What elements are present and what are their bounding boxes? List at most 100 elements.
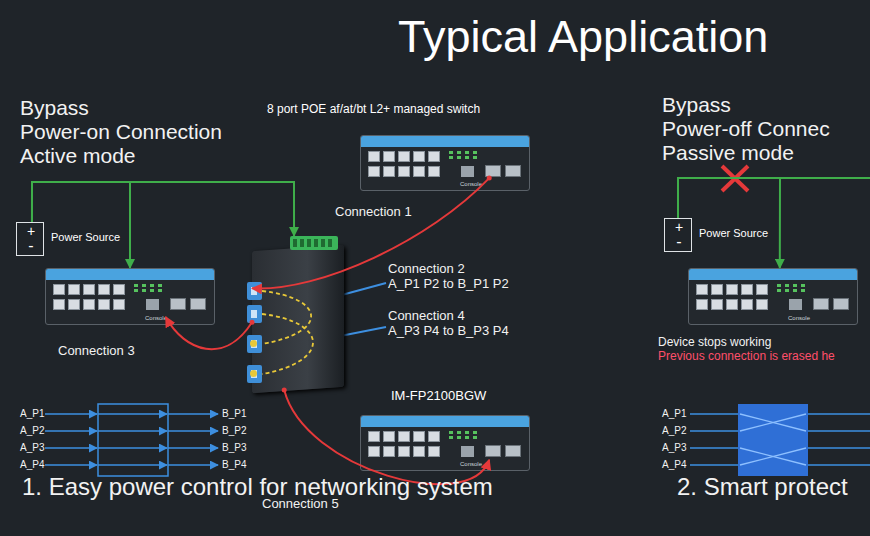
fiber-dot	[250, 340, 257, 347]
connector	[678, 178, 780, 268]
label-text: B_P3	[222, 442, 246, 453]
cross-line	[740, 414, 806, 431]
edge-label: Connection 1	[335, 205, 412, 219]
rj45-port	[726, 284, 738, 295]
sfp-port	[485, 165, 501, 177]
status-led	[777, 289, 781, 292]
rj45-port	[398, 446, 410, 457]
status-led	[473, 151, 477, 154]
label-text: Connection 4	[388, 309, 465, 323]
rj45-port	[98, 299, 110, 310]
rj45-port	[383, 151, 395, 162]
label-text: 1. Easy power control for networking sys…	[22, 474, 493, 500]
rj45-port	[83, 284, 95, 295]
sfp-port	[190, 298, 206, 310]
node-text: Console	[460, 461, 482, 468]
status-led	[134, 289, 138, 292]
rj45-port	[398, 431, 410, 442]
fiber-dot	[250, 370, 257, 377]
power-source: +-Power Source	[664, 218, 692, 252]
signal-line	[45, 430, 97, 431]
sfp-port	[813, 298, 829, 310]
rj45-port	[383, 446, 395, 457]
status-led	[457, 431, 461, 434]
rj45-port	[68, 284, 80, 295]
status-led	[473, 431, 477, 434]
signal-line	[45, 447, 97, 448]
switch-top-band	[361, 416, 529, 427]
rj45-port	[696, 299, 708, 310]
switch-top-band	[689, 269, 857, 280]
rj45-port	[68, 299, 80, 310]
connector	[32, 182, 294, 236]
label-text: A_P1 P2 to B_P1 P2	[388, 277, 509, 291]
network-switch: 8 port POE af/at/bt L2+ managed switchCo…	[360, 135, 530, 191]
signal-line	[168, 430, 218, 431]
signal-lines	[45, 414, 218, 465]
label-text: Connection 2	[388, 262, 465, 276]
bypass-block	[738, 404, 808, 476]
rj45-port	[756, 284, 768, 295]
console-port	[461, 166, 474, 177]
status-led	[785, 284, 789, 287]
signal-line	[808, 464, 870, 465]
cross-lines	[740, 414, 806, 465]
rj45-port	[98, 284, 110, 295]
status-led	[449, 436, 453, 439]
status-led	[793, 284, 797, 287]
node-text: -	[17, 237, 45, 255]
rj45-port	[428, 431, 440, 442]
fiber-core	[251, 287, 257, 295]
node-text: Console	[145, 315, 167, 322]
rj45-port	[368, 446, 380, 457]
signal-line	[690, 430, 738, 431]
signal-line	[690, 413, 738, 414]
signal-line	[808, 413, 870, 414]
label-text: A_P3	[662, 442, 686, 453]
network-switch: Console	[45, 268, 215, 325]
network-switch: Console	[688, 268, 858, 325]
terminal-slot	[293, 239, 297, 247]
label-text: Bypass	[662, 93, 731, 116]
status-led	[801, 284, 805, 287]
cross-line	[740, 448, 806, 465]
fiber-core	[251, 310, 257, 318]
status-led	[142, 284, 146, 287]
terminal-slot	[321, 239, 325, 247]
signal-line	[98, 464, 167, 465]
node-text: Power Source	[699, 227, 768, 239]
bypass-block	[98, 404, 168, 476]
rj45-port	[413, 151, 425, 162]
signal-line	[168, 413, 218, 414]
label-text: A_P4	[20, 459, 44, 470]
cross-line	[740, 414, 806, 431]
switch-top-band	[361, 136, 529, 147]
terminal-slot	[314, 239, 318, 247]
status-led	[150, 289, 154, 292]
status-led	[158, 284, 162, 287]
rj45-port	[756, 299, 768, 310]
rj45-port	[398, 151, 410, 162]
node-text: Console	[788, 315, 810, 322]
signal-line	[808, 447, 870, 448]
label-text: A_P3	[20, 442, 44, 453]
status-led	[457, 151, 461, 154]
signal-lines	[690, 414, 870, 465]
cross-mark	[722, 166, 748, 191]
label-text: A_P4	[662, 459, 686, 470]
rj45-port	[413, 446, 425, 457]
rj45-port	[368, 151, 380, 162]
status-led	[449, 151, 453, 154]
label-text: Bypass	[20, 96, 89, 119]
label-text: Power-off Connec	[662, 117, 830, 140]
rj45-port	[428, 166, 440, 177]
status-led	[158, 289, 162, 292]
status-led	[793, 289, 797, 292]
status-led	[465, 436, 469, 439]
label-text: B_P1	[222, 408, 246, 419]
label-text: A_P1	[20, 408, 44, 419]
status-led	[449, 156, 453, 159]
signal-line	[98, 447, 167, 448]
rj45-port	[711, 284, 723, 295]
